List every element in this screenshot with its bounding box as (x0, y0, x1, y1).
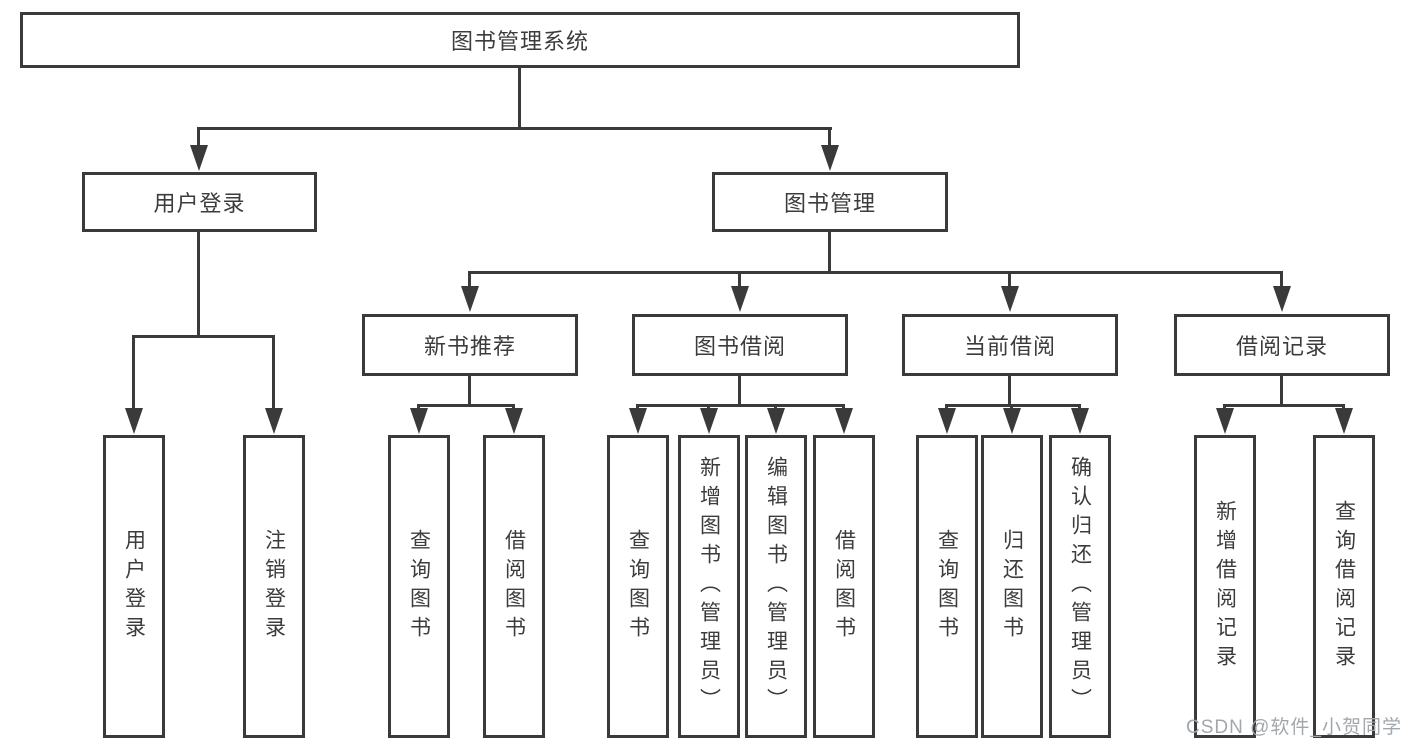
leaf-bb-query-books: 查询图书 (607, 435, 669, 738)
arrowhead-cb-query (938, 408, 956, 434)
leaf-bb-edit-books-admin-label: 编辑图书（管理员） (764, 456, 788, 717)
arrowhead-leaf-logout (265, 408, 283, 434)
node-new-book-recommend: 新书推荐 (362, 314, 578, 376)
leaf-logout-label: 注销登录 (262, 528, 286, 645)
leaf-logout: 注销登录 (243, 435, 305, 738)
node-root-label: 图书管理系统 (450, 29, 589, 54)
leaf-nb-query-books: 查询图书 (388, 435, 450, 738)
connector-bookmgmt-branch (468, 271, 1283, 274)
node-user-login: 用户登录 (82, 172, 317, 232)
leaf-bb-query-books-label: 查询图书 (626, 528, 650, 645)
connector-bookmgmt-stem (828, 232, 831, 274)
leaf-rec-query-record: 查询借阅记录 (1313, 435, 1375, 738)
connector-drop-book-borrow (738, 271, 741, 292)
leaf-nb-borrow-books: 借阅图书 (483, 435, 545, 738)
arrowhead-leaf-user-login (125, 408, 143, 434)
leaf-user-login-label: 用户登录 (122, 528, 146, 645)
node-book-borrow-label: 图书借阅 (693, 334, 786, 359)
connector-userlogin-branch (132, 335, 275, 338)
arrowhead-borrow-records (1273, 286, 1291, 312)
connector-drop-book-management (828, 127, 831, 153)
connector-records-branch (1223, 404, 1345, 407)
node-book-management-label: 图书管理 (783, 191, 876, 216)
arrowhead-cb-confirm (1071, 408, 1089, 434)
leaf-cb-confirm-return-admin: 确认归还（管理员） (1049, 435, 1111, 738)
arrowhead-nb-query (410, 408, 428, 434)
leaf-bb-add-books-admin-label: 新增图书（管理员） (697, 456, 721, 717)
connector-drop-user-login (197, 127, 200, 153)
arrowhead-book-borrow (731, 286, 749, 312)
node-new-book-recommend-label: 新书推荐 (423, 334, 516, 359)
node-borrow-records-label: 借阅记录 (1235, 334, 1328, 359)
node-book-borrow: 图书借阅 (632, 314, 848, 376)
leaf-rec-query-record-label: 查询借阅记录 (1332, 499, 1356, 674)
arrowhead-nb-borrow (505, 408, 523, 434)
arrowhead-bb-query (629, 408, 647, 434)
node-book-management: 图书管理 (712, 172, 948, 232)
node-current-borrow-label: 当前借阅 (963, 334, 1056, 359)
leaf-rec-add-record: 新增借阅记录 (1194, 435, 1256, 738)
connector-bookborrow-branch (636, 404, 845, 407)
arrowhead-rec-add (1216, 408, 1234, 434)
leaf-user-login: 用户登录 (103, 435, 165, 738)
arrowhead-book-management (821, 145, 839, 171)
leaf-bb-borrow-books-label: 借阅图书 (832, 528, 856, 645)
leaf-cb-return-books-label: 归还图书 (1000, 528, 1024, 645)
leaf-nb-borrow-books-label: 借阅图书 (502, 528, 526, 645)
leaf-cb-query-books-label: 查询图书 (935, 528, 959, 645)
arrowhead-bb-borrow (835, 408, 853, 434)
leaf-bb-add-books-admin: 新增图书（管理员） (678, 435, 740, 738)
connector-newbook-branch (417, 404, 515, 407)
connector-bookborrow-stem (738, 376, 741, 407)
arrowhead-user-login (190, 145, 208, 171)
arrowhead-rec-query (1335, 408, 1353, 434)
leaf-cb-return-books: 归还图书 (981, 435, 1043, 738)
connector-root-stem (518, 68, 521, 130)
connector-drop-borrow-records (1280, 271, 1283, 292)
connector-drop-leaf-logout (272, 335, 275, 412)
node-user-login-label: 用户登录 (153, 191, 246, 216)
node-root: 图书管理系统 (20, 12, 1020, 68)
connector-currentborrow-stem (1008, 376, 1011, 407)
leaf-bb-edit-books-admin: 编辑图书（管理员） (745, 435, 807, 738)
connector-currentborrow-branch (945, 404, 1081, 407)
arrowhead-current-borrow (1001, 286, 1019, 312)
arrowhead-bb-add (700, 408, 718, 434)
connector-drop-new-book (468, 271, 471, 292)
connector-root-branch (197, 127, 832, 130)
leaf-cb-query-books: 查询图书 (916, 435, 978, 738)
arrowhead-cb-return (1003, 408, 1021, 434)
connector-records-stem (1280, 376, 1283, 407)
leaf-rec-add-record-label: 新增借阅记录 (1213, 499, 1237, 674)
leaf-cb-confirm-return-admin-label: 确认归还（管理员） (1068, 456, 1092, 717)
node-current-borrow: 当前借阅 (902, 314, 1118, 376)
connector-userlogin-stem (197, 232, 200, 338)
connector-drop-leaf-user-login (132, 335, 135, 412)
node-borrow-records: 借阅记录 (1174, 314, 1390, 376)
csdn-watermark: CSDN @软件_小贺同学 (1186, 717, 1402, 738)
leaf-nb-query-books-label: 查询图书 (407, 528, 431, 645)
arrowhead-bb-edit (767, 408, 785, 434)
connector-newbook-stem (468, 376, 471, 407)
leaf-bb-borrow-books: 借阅图书 (813, 435, 875, 738)
connector-drop-current-borrow (1008, 271, 1011, 292)
arrowhead-new-book (461, 286, 479, 312)
